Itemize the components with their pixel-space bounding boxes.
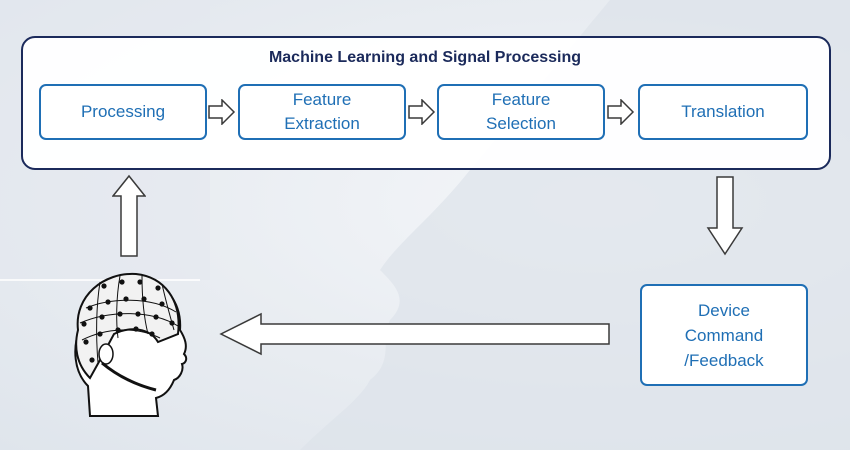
arrow-down-icon	[706, 176, 744, 256]
arrow-right-icon	[607, 99, 635, 125]
device-command-feedback-box: Device Command /Feedback	[640, 284, 808, 386]
eeg-cap-head-icon	[74, 272, 188, 417]
stage-feature-selection: Feature Selection	[437, 84, 605, 140]
stage-processing-label: Processing	[80, 102, 166, 121]
stage-translation-label: Translation	[681, 102, 765, 121]
stage-translation: Translation	[638, 84, 808, 140]
device-command-feedback-label: Device Command /Feedback	[684, 300, 764, 370]
stage-feature-selection-label: Feature Selection	[486, 90, 556, 133]
panel-title: Machine Learning and Signal Processing	[268, 49, 582, 66]
arrow-left-icon	[219, 312, 610, 356]
stage-feature-extraction-label: Feature Extraction	[284, 90, 360, 133]
stage-processing: Processing	[39, 84, 207, 140]
arrow-right-icon	[208, 99, 236, 125]
arrow-up-icon	[112, 174, 146, 257]
stage-feature-extraction: Feature Extraction	[238, 84, 406, 140]
arrow-right-icon	[408, 99, 436, 125]
